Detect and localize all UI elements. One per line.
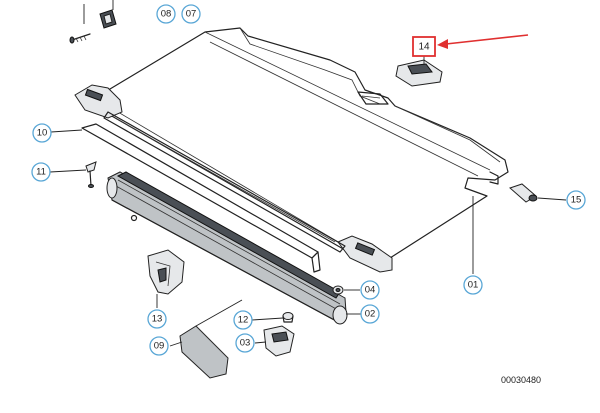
red-pointer-arrow <box>437 34 529 49</box>
callout-label: 02 <box>365 309 376 320</box>
callout-label: 08 <box>161 9 172 20</box>
cover-cap-part-09 <box>179 299 243 379</box>
callout-03[interactable]: 03 <box>235 333 255 353</box>
callout-13[interactable]: 13 <box>147 309 167 329</box>
callout-01[interactable]: 01 <box>463 275 483 295</box>
callout-15[interactable]: 15 <box>566 190 586 210</box>
callout-ring <box>360 304 380 324</box>
drawing-code: 00030480 <box>501 375 542 385</box>
callout-11[interactable]: 11 <box>31 162 51 182</box>
callout-label: 13 <box>152 314 163 325</box>
leader-lines <box>49 0 567 347</box>
highlight-label: 14 <box>418 42 430 53</box>
callout-ring <box>463 275 483 295</box>
callout-04[interactable]: 04 <box>360 280 380 300</box>
panel-left-end-cap <box>74 84 123 119</box>
callout-ring <box>31 162 51 182</box>
callout-label: 01 <box>468 280 479 291</box>
pin-part-15 <box>509 183 538 203</box>
highlighted-callout-14[interactable]: 14 <box>412 36 436 57</box>
clip-part-03 <box>263 325 295 357</box>
highlight-box <box>412 36 436 57</box>
roller-tube-housing <box>106 171 348 325</box>
callout-label: 15 <box>571 195 582 206</box>
callout-ring <box>235 333 255 353</box>
callout-label: 09 <box>154 341 165 352</box>
fastener-part-07 <box>99 9 117 29</box>
bracket-part-13 <box>147 249 185 295</box>
callout-label: 12 <box>238 315 249 326</box>
callout-ring <box>360 280 380 300</box>
callout-label: 04 <box>365 285 376 296</box>
callout-07[interactable]: 07 <box>181 4 201 24</box>
callout-ring <box>149 336 169 356</box>
callout-08[interactable]: 08 <box>156 4 176 24</box>
clip-part-14 <box>395 59 443 87</box>
callout-label: 10 <box>37 128 48 139</box>
callout-ring <box>181 4 201 24</box>
callout-09[interactable]: 09 <box>149 336 169 356</box>
callout-12[interactable]: 12 <box>233 310 253 330</box>
callout-02[interactable]: 02 <box>360 304 380 324</box>
callout-ring <box>156 4 176 24</box>
bolt-part-08 <box>69 33 91 44</box>
callout-label: 11 <box>36 167 46 178</box>
nut-part-04 <box>332 285 344 295</box>
callout-label: 07 <box>186 9 197 20</box>
callout-ring <box>147 309 167 329</box>
callout-ring <box>233 310 253 330</box>
screw-part-11 <box>85 161 97 188</box>
callout-label: 03 <box>240 338 251 349</box>
panel-right-end-cap <box>337 235 393 273</box>
flat-strip-part-10 <box>81 123 321 273</box>
callout-ring <box>32 123 52 143</box>
screw-part-12 <box>282 312 294 323</box>
callout-10[interactable]: 10 <box>32 123 52 143</box>
panel-rail <box>103 111 346 253</box>
callout-ring <box>566 190 586 210</box>
